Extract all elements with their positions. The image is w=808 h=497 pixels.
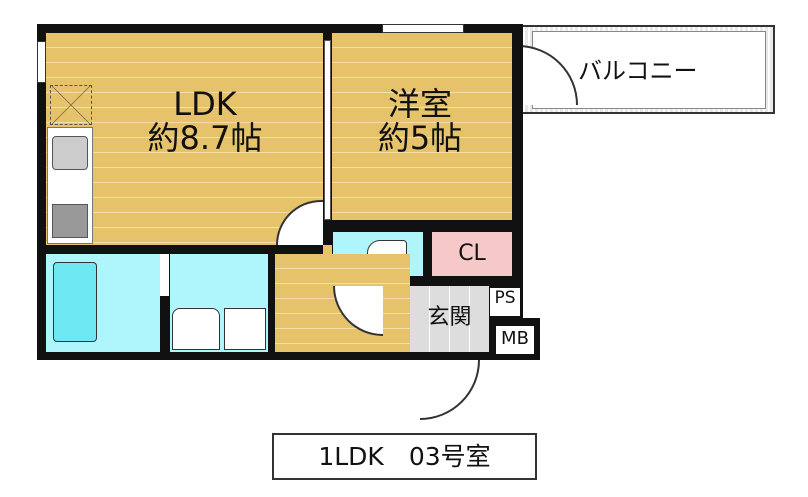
mb-label: MB [501, 328, 529, 349]
ps-box [490, 288, 520, 316]
closet-label: CL [458, 241, 486, 266]
washing-machine-space [224, 308, 266, 350]
kitchen-counter [47, 127, 93, 244]
western-room-label: 洋室約5帖 [377, 85, 463, 157]
sliding-door [324, 40, 331, 220]
mb-inner [496, 326, 534, 354]
fridge-space [50, 85, 92, 125]
ps-label: PS [494, 288, 516, 308]
stove-icon [52, 204, 88, 238]
balcony: バルコニー [518, 25, 775, 114]
caption-box: 1LDK 03号室 [272, 433, 537, 480]
window [382, 24, 464, 33]
entrance-door-swing [420, 360, 480, 420]
entrance-label: 玄関 [427, 305, 472, 330]
hallway [323, 245, 332, 254]
bathtub-icon [53, 262, 97, 342]
sink-icon [52, 136, 88, 170]
closet [432, 232, 512, 276]
caption: 1LDK 03号室 [318, 442, 491, 471]
bath-door [160, 254, 169, 296]
balcony-label: バルコニー [578, 57, 698, 85]
window [37, 41, 46, 83]
room-western [332, 33, 512, 220]
washbasin-icon [172, 308, 220, 350]
entrance [410, 286, 489, 352]
